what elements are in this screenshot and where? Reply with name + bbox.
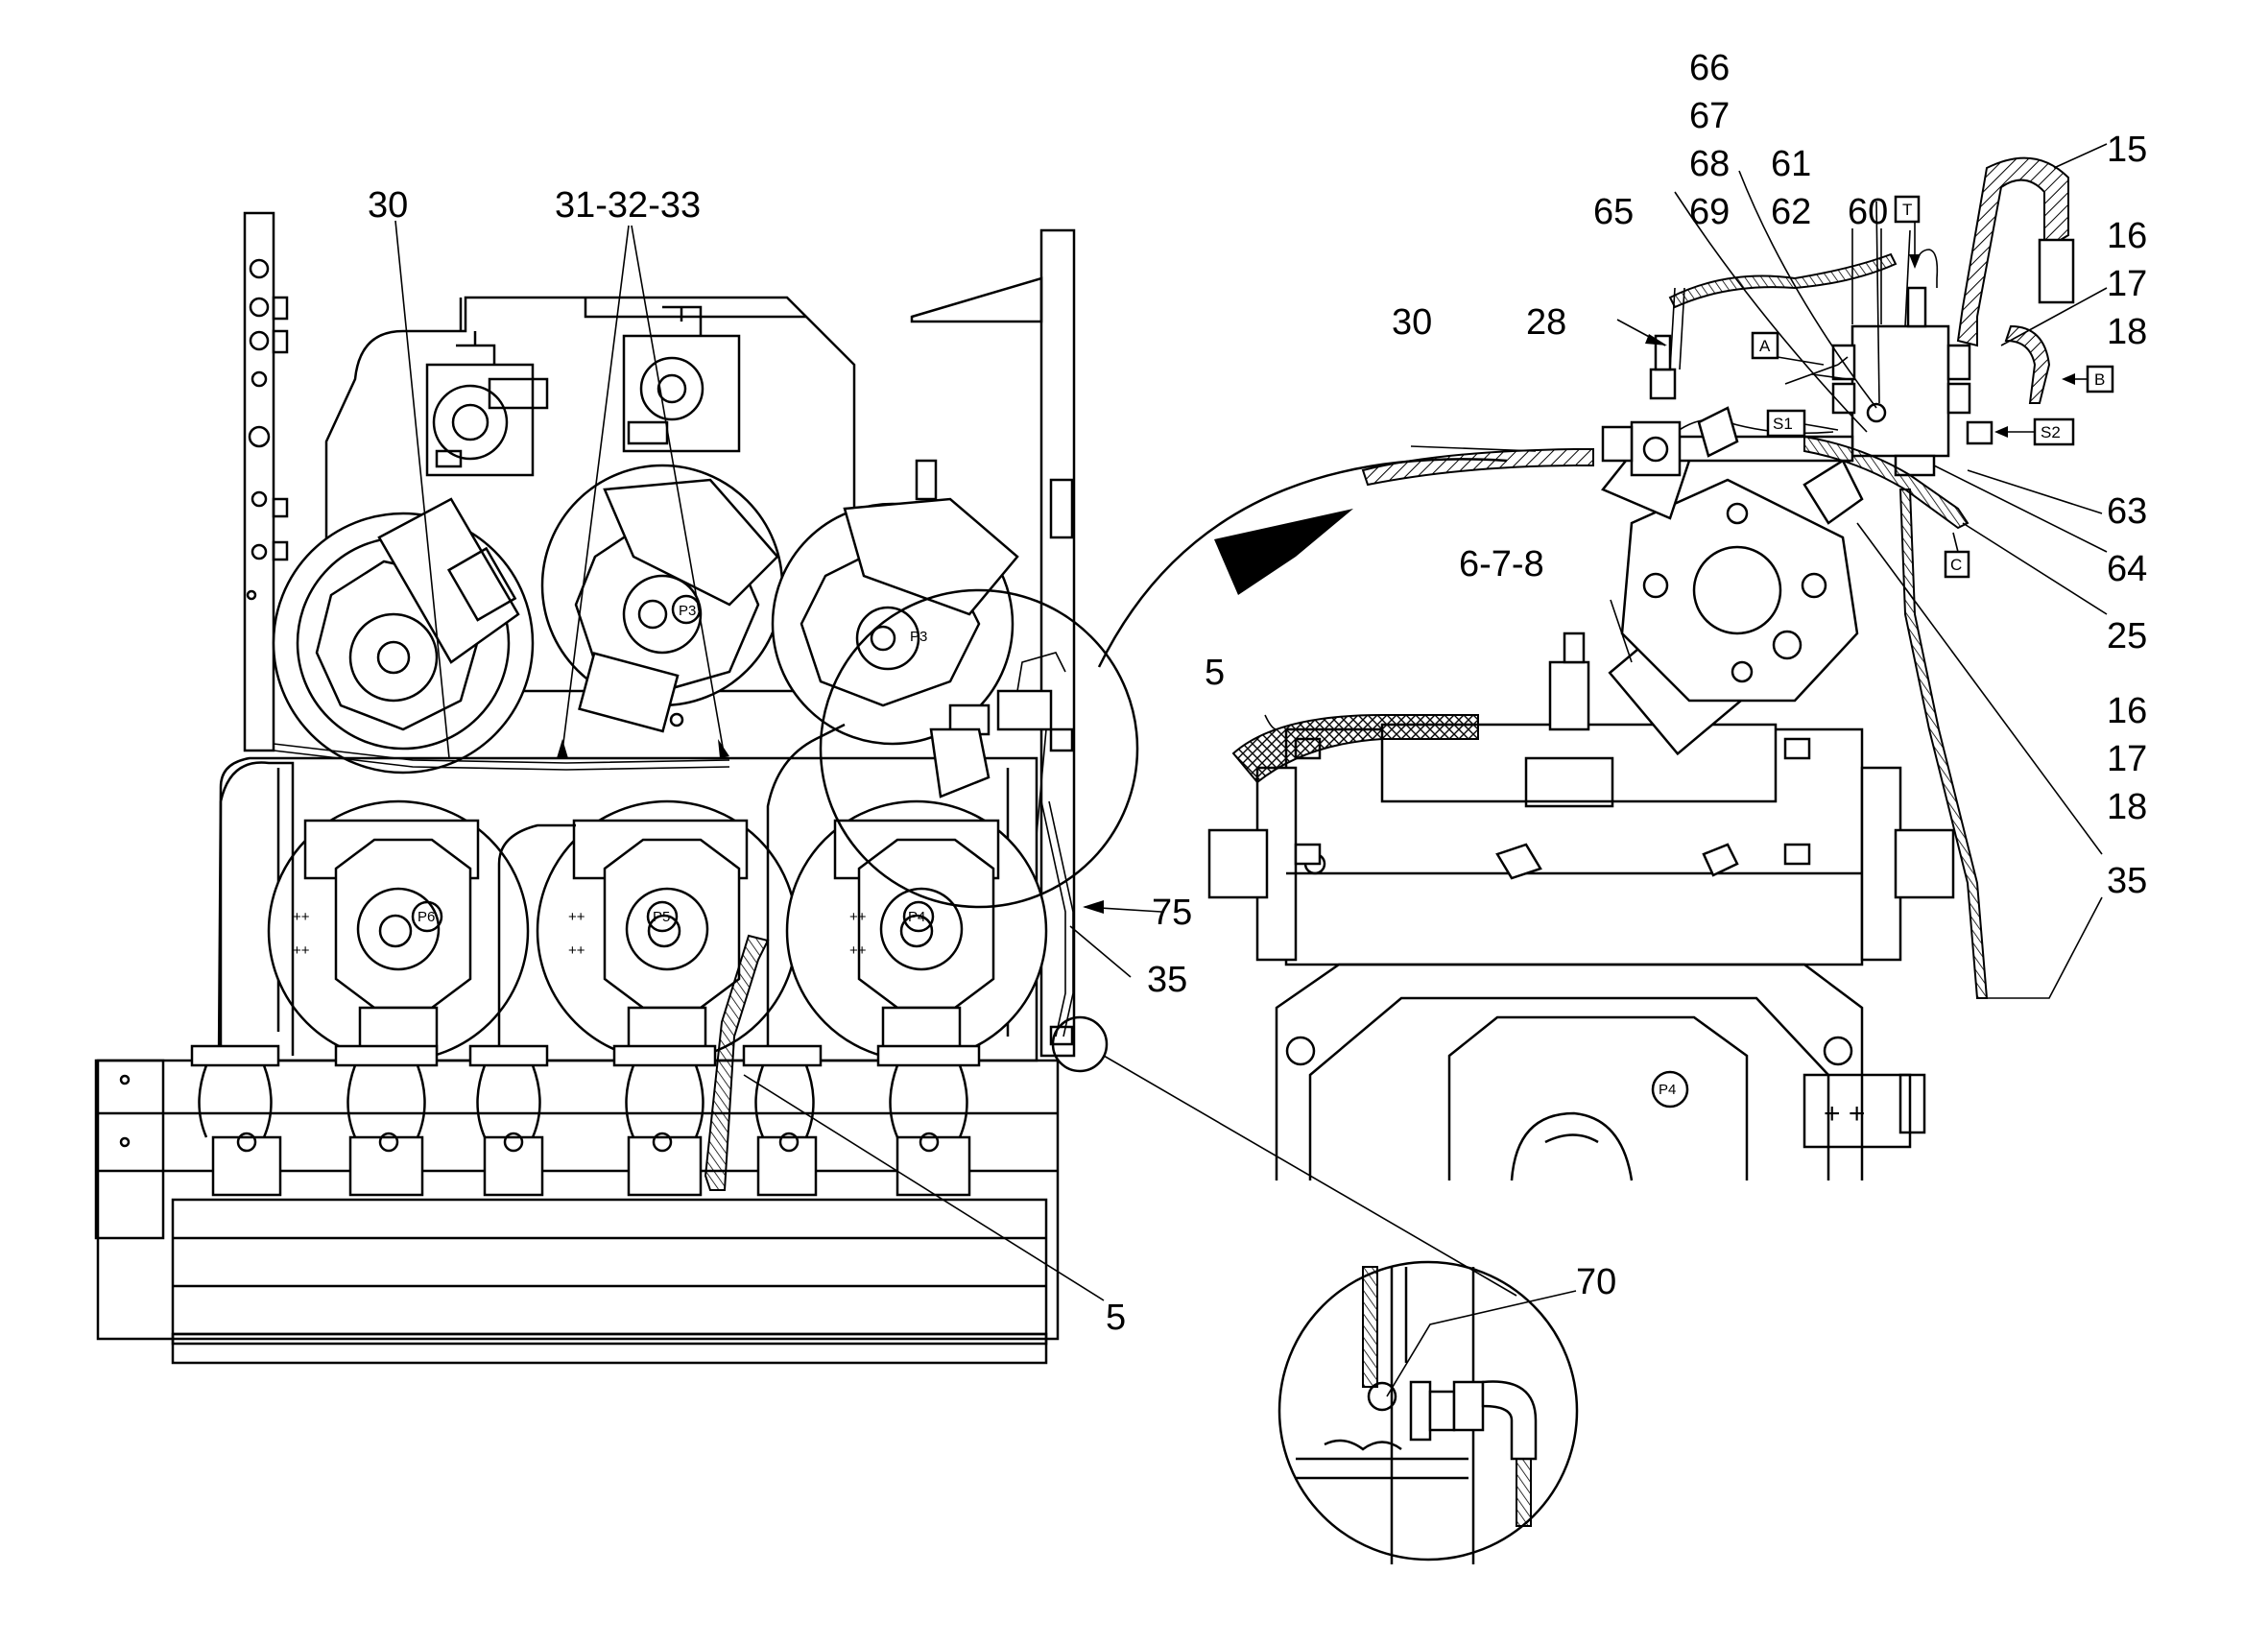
callout-16-upper: 16 [2107,216,2147,256]
detail-hose-15 [1956,156,2069,347]
port-tags: T A B S1 S2 C [1751,195,2114,579]
upper-pump-right [622,305,741,453]
lower-pump-p6: P6 ++ ++ [267,799,530,1062]
callout-68: 68 [1689,144,1730,184]
manifold-base [96,1059,1060,1341]
detail-magnifier-circle [819,588,1139,909]
pump-label-p4-detail: P4 [1659,1082,1676,1098]
callout-15: 15 [2107,130,2147,170]
callout-labels: 30 31-32-33 75 35 5 66 67 68 69 61 62 60… [368,48,2147,1338]
callout-30-detail: 30 [1392,302,1432,343]
callout-18-upper: 18 [2107,312,2147,352]
port-tag-a: A [1759,337,1771,355]
detail-hose-30 [1361,448,1594,487]
callout-62: 62 [1771,192,1811,232]
callout-66: 66 [1689,48,1730,88]
left-frame-rail [243,211,275,752]
callout-64: 64 [2107,549,2147,589]
callout-28: 28 [1526,302,1566,343]
main-assembly-view: P3 P3 P6 +++ [94,211,1139,1365]
callout-70: 70 [1576,1262,1616,1302]
svg-text:++: ++ [849,909,867,925]
callout-63: 63 [2107,491,2147,532]
callout-5-main: 5 [1106,1298,1126,1338]
port-tag-s1: S1 [1773,415,1793,433]
hose-30-main [273,743,730,764]
detail-valve-manifold [1601,286,1993,477]
pump-label-p4: P4 [908,909,925,925]
small-detail-circle [1051,1015,1109,1073]
hose-5-main [704,934,770,1191]
callout-17-lower: 17 [2107,739,2147,779]
svg-text:++: ++ [293,942,310,959]
callout-61: 61 [1771,144,1811,184]
hose-35-main [1040,800,1066,1037]
callout-16-lower: 16 [2107,691,2147,731]
callout-75: 75 [1152,893,1192,933]
callout-5-detail: 5 [1205,653,1225,693]
port-tag-b: B [2094,370,2105,389]
svg-text:++: ++ [849,942,867,959]
detail-hose-upper [1668,252,1898,309]
callout-17-upper: 17 [2107,264,2147,304]
right-frame-rail [1039,228,1076,1058]
leader-lines [394,143,2108,1397]
svg-text:++: ++ [568,909,585,925]
port-tag-t-box [1894,195,1921,224]
callout-30-main: 30 [368,185,408,226]
top-bracket [910,276,1043,323]
upper-pump-left [425,331,549,477]
pump-label-p3-center: P3 [679,603,696,619]
callout-31-32-33: 31-32-33 [555,185,701,226]
port-tag-s2: S2 [2041,423,2061,441]
detail-arc-connector [1097,458,1508,668]
callout-6-7-8: 6-7-8 [1459,544,1544,584]
detail-hose-25 [1803,435,1970,530]
detail-circle-70 [1277,1260,1579,1562]
detail-70-internals [1296,1266,1538,1564]
port-tag-t: T [1902,201,1912,219]
middle-pump-center: P3 [540,464,784,733]
pump-label-p3: P3 [910,629,927,645]
detail-bell-housing [1275,963,1864,1180]
callout-35-detail: 35 [2107,861,2147,901]
svg-text:++: ++ [293,909,310,925]
port-tag-c: C [1950,556,1962,574]
pump-detail-view: + + P4 [1207,156,2075,1564]
callout-69: 69 [1689,192,1730,232]
callout-65: 65 [1593,192,1634,232]
detail-arrowhead [1214,509,1353,595]
rail-fittings [246,258,289,601]
detail-circle-valve [929,652,1066,836]
middle-pump-right: P3 [771,459,1019,746]
valve-block-60 [1850,324,1950,458]
callout-18-lower: 18 [2107,787,2147,827]
riser-left [219,761,295,1056]
middle-pump-left [272,497,535,775]
coupling-row [190,1044,981,1197]
svg-text:++: ++ [568,942,585,959]
pump-label-p6: P6 [418,909,435,925]
detail-hose-35 [1898,489,1989,999]
detail-angled-pump [1548,440,1864,756]
callout-35-main: 35 [1147,960,1187,1000]
lower-pump-p5: P5 ++ ++ [536,799,799,1062]
callout-25: 25 [2107,616,2147,656]
callout-67: 67 [1689,96,1730,136]
detail-hose-5 [1231,714,1479,784]
lower-pump-p4: P4 ++ ++ [785,799,1048,1062]
callout-60: 60 [1848,192,1888,232]
svg-text:+ +: + + [1824,1098,1865,1130]
pump-label-p5: P5 [653,909,670,925]
